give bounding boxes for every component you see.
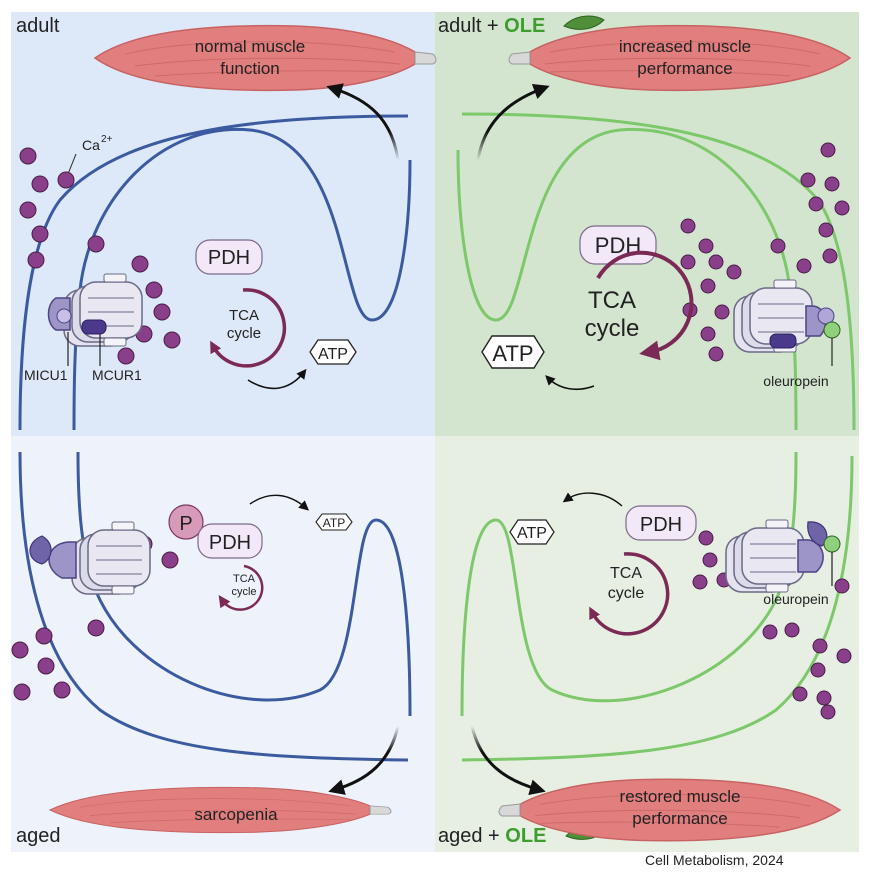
outer-membrane xyxy=(461,112,856,431)
atp-label: ATP xyxy=(517,525,547,542)
atp-hexagon xyxy=(481,335,545,369)
tca-cycle-arrow xyxy=(589,552,670,636)
panel-aged: aged sarcopenia P PDH ATP TCA cycle xyxy=(11,451,412,847)
calcium-ions xyxy=(692,530,852,720)
tca-cycle-arrow xyxy=(210,288,287,368)
olive-leaf-icon xyxy=(563,15,605,30)
tca-label-line2: cycle xyxy=(608,585,645,602)
corner-label-aged: aged xyxy=(16,825,61,847)
pdh-label: PDH xyxy=(209,532,251,554)
mcu-complex xyxy=(733,279,835,353)
journal-citation: Cell Metabolism, 2024 xyxy=(645,852,784,868)
atp-arrow xyxy=(545,375,595,391)
panel-adult: adult normal muscle function Ca 2+ MICU1 xyxy=(16,15,437,431)
arrow-to-muscle xyxy=(328,725,400,795)
tca-label-line1: TCA xyxy=(610,565,642,582)
pdh-box xyxy=(625,505,697,541)
corner-label-aged-ole: aged + OLE xyxy=(438,825,546,847)
tca-label-line1: TCA xyxy=(233,573,256,585)
outer-membrane xyxy=(18,451,409,762)
arrow-to-muscle xyxy=(326,83,400,161)
outer-membrane xyxy=(461,455,854,762)
panel-aged-background xyxy=(11,436,435,852)
muscle-label-line2: function xyxy=(220,59,280,78)
calcium-ions xyxy=(680,142,850,362)
mcur1-label: MCUR1 xyxy=(92,367,142,383)
tca-label-line2: cycle xyxy=(231,586,256,598)
phosphate-circle xyxy=(168,504,204,540)
atp-arrow xyxy=(247,368,307,390)
tca-label-line1: TCA xyxy=(229,307,259,324)
calcium-charge: 2+ xyxy=(101,134,113,145)
panel-adult-ole: adult + OLE increased muscle performance xyxy=(438,15,856,431)
mcu-complex xyxy=(29,521,151,595)
corner-label-adult: adult xyxy=(16,15,60,37)
calcium-ions xyxy=(19,147,181,365)
atp-label: ATP xyxy=(323,516,345,530)
atp-label: ATP xyxy=(492,341,533,366)
muscle-label-line1: restored muscle xyxy=(620,787,741,806)
tca-cycle-arrow xyxy=(218,564,264,611)
calcium-label: Ca xyxy=(82,137,100,153)
muscle-label-line2: performance xyxy=(632,809,727,828)
corner-label-adult-ole: adult + OLE xyxy=(438,15,545,37)
tca-label-line1: TCA xyxy=(588,287,636,314)
pdh-label: PDH xyxy=(640,514,682,536)
muscle-label-line1: increased muscle xyxy=(619,37,751,56)
outer-membrane xyxy=(18,114,409,431)
muscle-label: sarcopenia xyxy=(194,805,278,824)
arrow-to-muscle xyxy=(476,83,550,161)
oleuropein-label: oleuropein xyxy=(763,591,828,607)
pdh-box xyxy=(197,523,263,559)
oleuropein-molecule xyxy=(823,321,841,339)
phosphate-label: P xyxy=(179,513,192,535)
atp-label: ATP xyxy=(318,346,348,363)
muscle-label-line1: normal muscle xyxy=(195,37,306,56)
muscle-fiber-sarcopenia xyxy=(49,786,392,834)
pdh-label: PDH xyxy=(208,247,250,269)
atp-hexagon xyxy=(315,513,353,531)
atp-arrow xyxy=(249,494,310,511)
oleuropein-label: oleuropein xyxy=(763,373,828,389)
muscle-label-line2: performance xyxy=(637,59,732,78)
pdh-box xyxy=(195,239,263,275)
tca-label-line2: cycle xyxy=(585,315,640,342)
muscle-fiber-normal xyxy=(94,24,437,92)
oleuropein-molecule xyxy=(823,535,841,553)
arrow-to-muscle xyxy=(470,725,546,796)
muscle-fiber-restored xyxy=(498,778,841,842)
atp-hexagon xyxy=(509,519,555,545)
muscle-fiber-increased xyxy=(508,24,851,92)
atp-arrow xyxy=(562,492,623,507)
atp-hexagon xyxy=(309,339,357,365)
mcu-complex xyxy=(47,273,143,347)
panel-aged-ole: aged + OLE restored muscle performance o… xyxy=(438,451,854,847)
tca-cycle-arrow xyxy=(596,250,694,361)
tca-label-line2: cycle xyxy=(227,325,261,342)
micu1-label: MICU1 xyxy=(24,367,68,383)
mcu-complex xyxy=(725,519,828,593)
